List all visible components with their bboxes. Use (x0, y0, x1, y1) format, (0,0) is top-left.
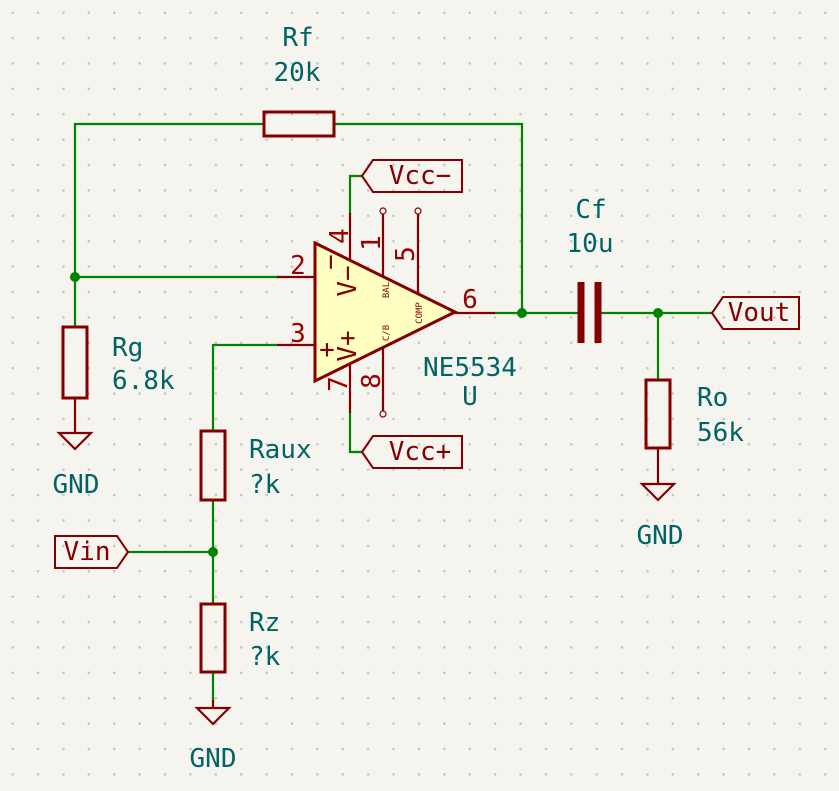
resistor-rf[interactable]: Rf 20k (262, 23, 336, 138)
rf-reference: Rf (282, 23, 313, 53)
junction-dot (208, 547, 218, 557)
unconnected-pin-1-icon (379, 207, 387, 215)
global-label-shape (54, 535, 130, 569)
inverting-input-sign: − (316, 254, 346, 270)
global-label-text: Vcc− (389, 161, 452, 191)
raux-value: ?k (249, 470, 281, 500)
wire-feedback-right (333, 122, 524, 315)
raux-reference: Raux (249, 435, 312, 465)
u-value: NE5534 (423, 353, 517, 383)
resistor-rg[interactable]: Rg 6.8k (61, 325, 175, 400)
noninverting-input-sign: + (319, 335, 335, 365)
resistor-body (644, 378, 672, 450)
resistor-body (199, 602, 227, 674)
wire-vcc-plus (348, 411, 364, 454)
wire-feedback-left (73, 122, 265, 329)
opamp-u[interactable]: 2 3 6 4 1 5 7 8 − + V− V+ BAL C/B COMP N… (277, 207, 517, 418)
resistor-body (61, 325, 89, 400)
pin-number-4: 4 (325, 228, 355, 244)
opamp-triangle (313, 240, 459, 384)
gnd-triangle-icon (639, 482, 677, 502)
rf-value: 20k (274, 58, 321, 88)
gnd-symbol-rz[interactable]: GND (190, 700, 237, 774)
v-plus-pin-name: V+ (333, 330, 363, 361)
gnd-label: GND (53, 470, 100, 500)
capacitor-cf[interactable]: Cf 10u (567, 195, 614, 343)
resistor-raux[interactable]: Raux ?k (199, 429, 312, 502)
global-label-vcc-minus[interactable]: Vcc− (360, 159, 463, 193)
gnd-triangle-icon (56, 431, 94, 451)
global-label-shape (360, 159, 463, 193)
resistor-rz[interactable]: Rz ?k (199, 602, 281, 674)
resistor-ro[interactable]: Ro 56k (644, 378, 744, 450)
resistor-body (199, 429, 227, 502)
global-label-vin[interactable]: Vin (54, 535, 130, 569)
cf-value: 10u (567, 229, 614, 259)
global-label-shape (360, 435, 463, 469)
junctions (70, 272, 663, 557)
gnd-label: GND (637, 521, 684, 551)
comp-pin-name: COMP (415, 302, 425, 324)
pin-number-1: 1 (357, 235, 387, 251)
global-label-vcc-plus[interactable]: Vcc+ (360, 435, 463, 469)
ro-reference: Ro (697, 383, 728, 413)
global-label-vout[interactable]: Vout (710, 296, 800, 330)
bal-pin-name: BAL (382, 282, 392, 298)
resistor-body (262, 110, 336, 138)
global-label-text: Vout (728, 298, 791, 328)
pin-number-7: 7 (324, 376, 354, 392)
wire-noninverting-input (211, 343, 279, 433)
junction-dot (517, 308, 527, 318)
gnd-symbol-ro[interactable]: GND (637, 448, 684, 551)
wires (73, 122, 714, 702)
global-label-text: Vcc+ (389, 437, 452, 467)
ro-value: 56k (697, 418, 744, 448)
pin-number-8: 8 (357, 373, 387, 389)
pin-number-6: 6 (462, 285, 478, 315)
cf-reference: Cf (575, 195, 606, 225)
junction-dot (70, 272, 80, 282)
cb-pin-name: C/B (382, 325, 392, 341)
gnd-triangle-icon (194, 706, 232, 726)
junction-dot (653, 308, 663, 318)
wire-vcc-minus (348, 174, 364, 215)
unconnected-pin-8-icon (379, 410, 387, 418)
v-minus-pin-name: V− (333, 265, 363, 296)
unconnected-pin-5-icon (414, 207, 422, 215)
rg-value: 6.8k (112, 366, 175, 396)
gnd-label: GND (190, 744, 237, 774)
global-label-text: Vin (64, 537, 111, 567)
rz-reference: Rz (249, 608, 280, 638)
rg-reference: Rg (112, 333, 143, 363)
pin-number-5: 5 (391, 246, 421, 262)
rz-value: ?k (249, 642, 281, 672)
pin-number-3: 3 (290, 319, 306, 349)
gnd-symbol-rg[interactable]: GND (53, 398, 100, 500)
global-label-shape (710, 296, 800, 330)
u-reference: U (462, 382, 478, 412)
pin-number-2: 2 (290, 251, 306, 281)
